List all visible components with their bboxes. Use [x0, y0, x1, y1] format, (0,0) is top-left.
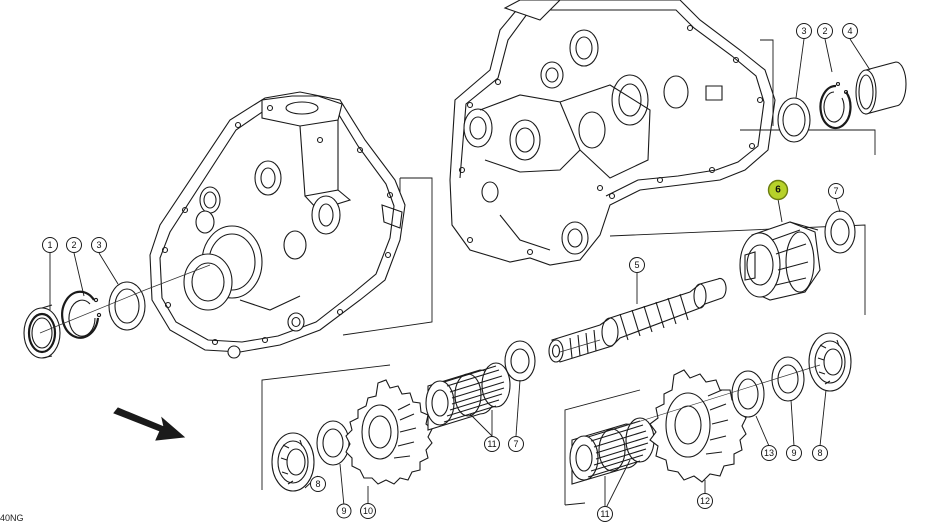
- thrust-washer-13[interactable]: [731, 370, 765, 418]
- callout-3-right[interactable]: 3: [796, 23, 812, 39]
- needle-bearing-11-lower[interactable]: [569, 417, 655, 485]
- callout-7-middle[interactable]: 7: [508, 436, 524, 452]
- callout-10[interactable]: 10: [360, 503, 376, 519]
- lower-axis: [611, 364, 821, 431]
- ball-bearing-8-right[interactable]: [808, 332, 852, 392]
- callout-3-left[interactable]: 3: [91, 237, 107, 253]
- circlip-2-left[interactable]: [61, 290, 102, 339]
- circlip-2-right[interactable]: [819, 81, 852, 130]
- spur-gear-10[interactable]: [345, 379, 433, 485]
- callout-8-left[interactable]: 8: [310, 476, 326, 492]
- callout-2-right[interactable]: 2: [817, 23, 833, 39]
- left-seal-axis: [39, 264, 211, 334]
- callout-13[interactable]: 13: [761, 445, 777, 461]
- right-housing-bracket: [760, 39, 774, 126]
- svg-text:2: 2: [822, 26, 827, 36]
- callout-1-left[interactable]: 1: [42, 237, 58, 253]
- lower-right-bracket: [564, 389, 641, 505]
- svg-text:13: 13: [764, 448, 774, 458]
- svg-text:11: 11: [487, 439, 496, 449]
- svg-text:3: 3: [96, 240, 101, 250]
- shaft-seal-1-left[interactable]: [23, 304, 61, 359]
- drawing-code: 40NG: [0, 513, 24, 523]
- svg-text:7: 7: [513, 439, 518, 449]
- thrust-washer-7-upper[interactable]: [824, 210, 856, 254]
- thrust-washer-3-right[interactable]: [777, 97, 811, 143]
- svg-text:11: 11: [600, 509, 609, 519]
- svg-text:9: 9: [341, 506, 346, 516]
- svg-text:1: 1: [47, 240, 52, 250]
- shift-collar-6[interactable]: [739, 221, 821, 301]
- svg-text:4: 4: [847, 26, 852, 36]
- direction-arrow-icon: [113, 407, 186, 441]
- callout-6-highlighted[interactable]: 6: [767, 179, 789, 201]
- lower-left-bracket: [261, 364, 391, 490]
- callout-5[interactable]: 5: [629, 257, 645, 273]
- callout-12[interactable]: 12: [697, 493, 713, 509]
- callout-2-left[interactable]: 2: [66, 237, 82, 253]
- left-assembly-bracket: [342, 177, 433, 336]
- svg-text:10: 10: [363, 506, 373, 516]
- thrust-washer-9-right[interactable]: [771, 356, 805, 402]
- callout-9-right[interactable]: 9: [786, 445, 802, 461]
- svg-text:8: 8: [817, 448, 822, 458]
- spur-gear-12[interactable]: [649, 369, 747, 483]
- thrust-washer-9-left[interactable]: [316, 420, 350, 466]
- svg-text:5: 5: [634, 260, 639, 270]
- svg-text:3: 3: [801, 26, 806, 36]
- main-shaft-5[interactable]: [548, 277, 727, 363]
- svg-text:2: 2: [71, 240, 76, 250]
- callout-11-upper[interactable]: 11: [484, 436, 500, 452]
- svg-text:7: 7: [833, 186, 838, 196]
- callout-4[interactable]: 4: [842, 23, 858, 39]
- right-main-housing[interactable]: [449, 0, 776, 266]
- needle-bearing-11-upper[interactable]: [425, 362, 511, 431]
- svg-text:9: 9: [791, 448, 796, 458]
- thrust-washer-3-left[interactable]: [108, 281, 146, 331]
- callout-7-upper[interactable]: 7: [828, 183, 844, 199]
- svg-text:12: 12: [700, 496, 710, 506]
- bearing-ring-4-right[interactable]: [855, 61, 907, 115]
- thrust-washer-7-middle[interactable]: [504, 340, 536, 382]
- ball-bearing-8-left[interactable]: [271, 432, 315, 492]
- callout-9-left[interactable]: 9: [336, 503, 352, 519]
- svg-text:6: 6: [775, 185, 781, 196]
- callout-8-right[interactable]: 8: [812, 445, 828, 461]
- callout-11-lower[interactable]: 11: [597, 506, 613, 522]
- left-housing-cover[interactable]: [149, 91, 406, 359]
- svg-text:8: 8: [315, 479, 320, 489]
